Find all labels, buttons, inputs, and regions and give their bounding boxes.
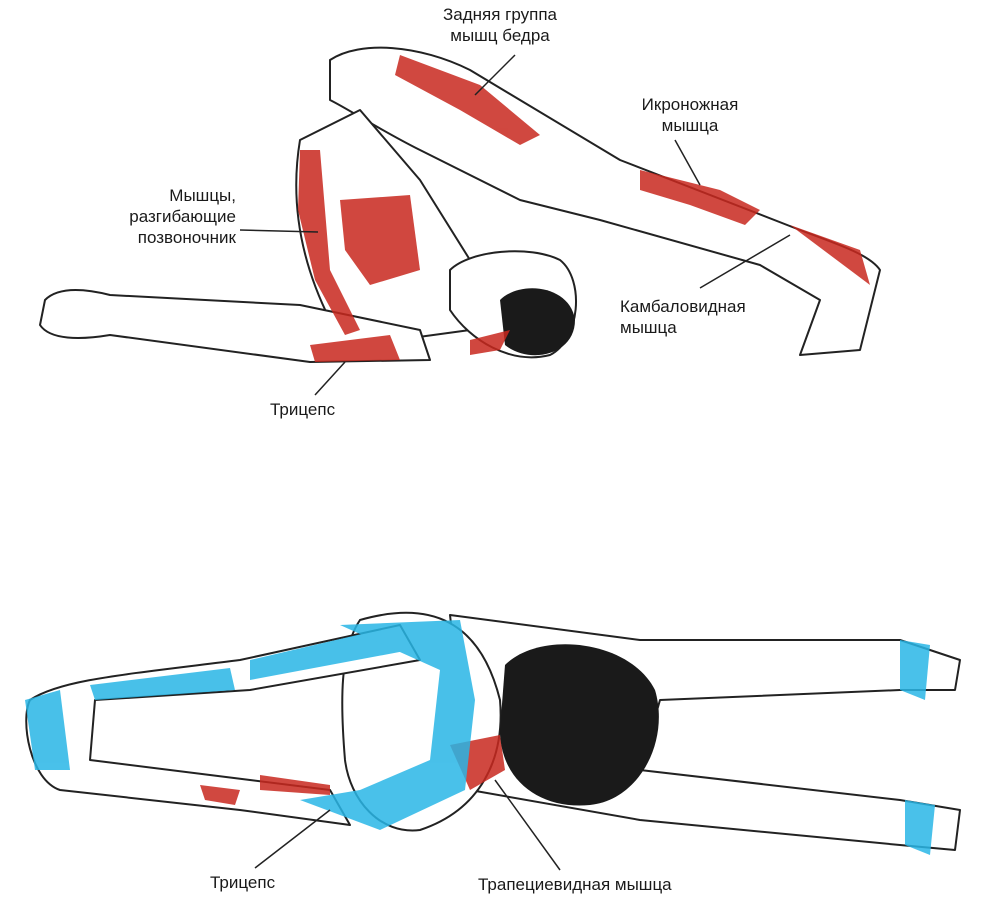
label-line: мышца <box>661 116 719 135</box>
ribs-muscle <box>340 195 420 285</box>
bottom-back-muscle <box>300 620 475 830</box>
label-line: Мышцы, <box>169 186 236 205</box>
bottom-triceps-muscle <box>200 785 240 805</box>
leader-top-triceps <box>314 361 346 396</box>
bottom-foot-1 <box>900 640 930 700</box>
label-calf: Икроножная мышца <box>620 94 760 136</box>
label-soleus: Камбаловидная мышца <box>620 296 746 338</box>
top-hair <box>500 288 575 356</box>
label-line: мышца <box>620 318 677 337</box>
leader-erector <box>239 229 319 233</box>
leader-bottom-triceps <box>254 809 331 869</box>
bottom-foot-2 <box>905 800 935 855</box>
label-erector: Мышцы, разгибающие позвоночник <box>80 185 236 248</box>
calf-muscle <box>640 170 760 225</box>
label-line: Камбаловидная <box>620 297 746 316</box>
top-neck-muscle <box>470 330 510 355</box>
bottom-triceps-muscle-2 <box>260 775 330 795</box>
leader-soleus <box>699 234 791 289</box>
bottom-forearm-muscle <box>90 668 235 700</box>
erector-muscle <box>298 150 360 335</box>
label-hamstrings: Задняя группа мышц бедра <box>430 4 570 46</box>
leader-hamstrings <box>474 54 516 96</box>
leader-trapezius <box>494 779 561 871</box>
label-bottom-triceps: Трицепс <box>210 873 276 892</box>
bottom-hands <box>25 690 70 770</box>
bottom-upper-arm-muscle <box>250 625 410 680</box>
leader-calf <box>674 139 701 186</box>
bottom-hair <box>500 644 659 806</box>
label-top-triceps: Трицепс <box>270 400 336 419</box>
top-triceps-muscle <box>310 335 400 362</box>
label-trapezius: Трапециевидная мышца <box>478 875 672 894</box>
hamstrings-muscle <box>395 55 540 145</box>
label-line: разгибающие <box>129 207 236 226</box>
bottom-arms <box>25 624 421 826</box>
label-line: мышц бедра <box>450 26 550 45</box>
top-legs <box>329 46 881 356</box>
soleus-muscle <box>790 225 870 285</box>
label-line: Задняя группа <box>443 5 557 24</box>
label-line: позвоночник <box>137 228 236 247</box>
label-line: Икроножная <box>641 95 739 114</box>
